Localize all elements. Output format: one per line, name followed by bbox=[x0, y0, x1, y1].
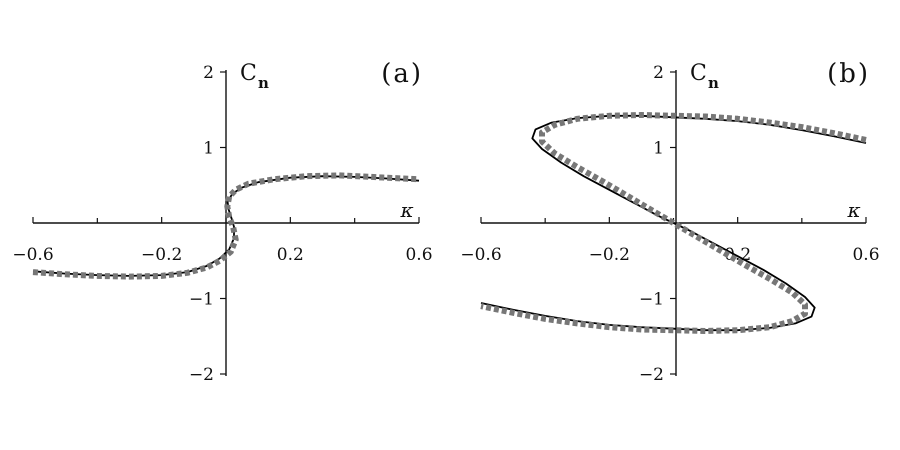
panel-label: (a) bbox=[381, 59, 423, 89]
x-axis-label: κ bbox=[846, 198, 860, 222]
x-tick-label: 0.6 bbox=[852, 245, 879, 265]
y-axis-label: C bbox=[240, 61, 257, 86]
x-axis-label: κ bbox=[399, 198, 413, 222]
y-tick-label: −1 bbox=[189, 290, 214, 310]
panel-label: (b) bbox=[827, 59, 870, 89]
y-tick-label: −2 bbox=[639, 365, 664, 385]
y-tick-label: 1 bbox=[653, 139, 664, 159]
x-tick-label: −0.2 bbox=[141, 245, 182, 265]
solid-series-line bbox=[480, 114, 867, 332]
x-tick-label: −0.6 bbox=[460, 245, 501, 265]
x-tick-label: 0.2 bbox=[277, 245, 304, 265]
y-tick-label: 1 bbox=[203, 139, 214, 159]
x-tick-label: −0.2 bbox=[589, 245, 630, 265]
y-axis-label-subscript: n bbox=[708, 74, 719, 92]
x-tick-label: −0.6 bbox=[12, 245, 53, 265]
y-axis-label-subscript: n bbox=[258, 74, 269, 92]
x-tick-label: 0.6 bbox=[405, 245, 432, 265]
dotted-series-line bbox=[480, 112, 867, 334]
y-axis-label: C bbox=[690, 61, 707, 86]
dotted-series-line bbox=[32, 172, 420, 280]
y-tick-label: 2 bbox=[203, 63, 214, 83]
y-tick-label: −2 bbox=[189, 365, 214, 385]
y-tick-label: −1 bbox=[639, 290, 664, 310]
y-tick-label: 2 bbox=[653, 63, 664, 83]
